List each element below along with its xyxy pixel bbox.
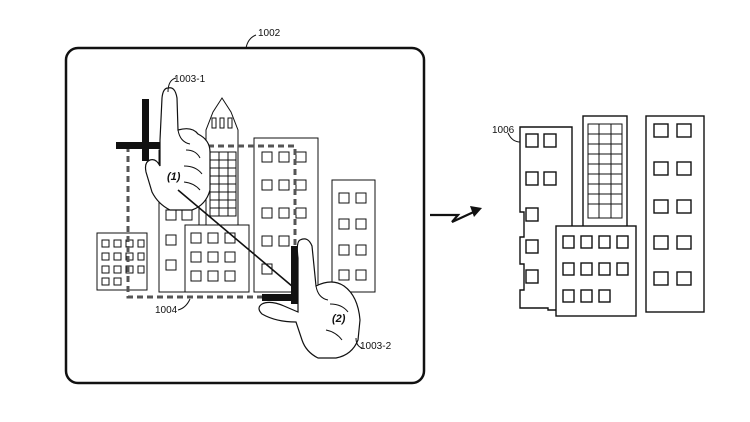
result-building-right-windows [653,123,692,286]
device-ref-label: 1002 [245,28,281,49]
result-ref-text: 1006 [492,125,515,136]
result-building-front-windows [562,235,629,303]
selection-ref-text: 1004 [155,305,178,316]
hand-top-ref-text: 1003-1 [174,74,206,85]
corner-bracket-bottom-right-horizontal [262,294,296,301]
left-building-spire-windows [209,117,237,217]
result-building-grid-tower-windows [587,123,623,219]
corner-bracket-top-left-vertical [142,99,149,161]
device-ref-text: 1002 [258,28,281,39]
step-one-text: (1) [167,171,181,183]
hand-top-left: (1) [116,87,211,211]
left-cityscape [96,97,376,293]
left-building-front-windows [190,232,236,282]
hand-bottom-ref-label: 1003-2 [355,337,392,352]
result-cityscape [519,115,705,317]
left-building-center-right-windows [261,151,307,275]
hand-top-left-shape [144,87,211,211]
left-building-far-right-windows [338,192,367,281]
result-building-left-windows [525,133,557,284]
corner-bracket-top-left-horizontal [116,142,162,149]
selection-ref-label: 1004 [155,298,191,316]
hand-bottom-right: (2) [258,238,361,359]
transmission-arrow [430,206,482,223]
corner-bracket-bottom-right-vertical [291,246,298,304]
step-two-text: (2) [332,313,346,325]
hand-bottom-right-shape [258,238,361,359]
hand-top-ref-label: 1003-1 [167,74,206,93]
selection-rectangle [126,144,297,299]
hand-bottom-ref-text: 1003-2 [360,341,392,352]
left-building-far-right [331,179,376,293]
result-ref-label: 1006 [492,125,521,143]
